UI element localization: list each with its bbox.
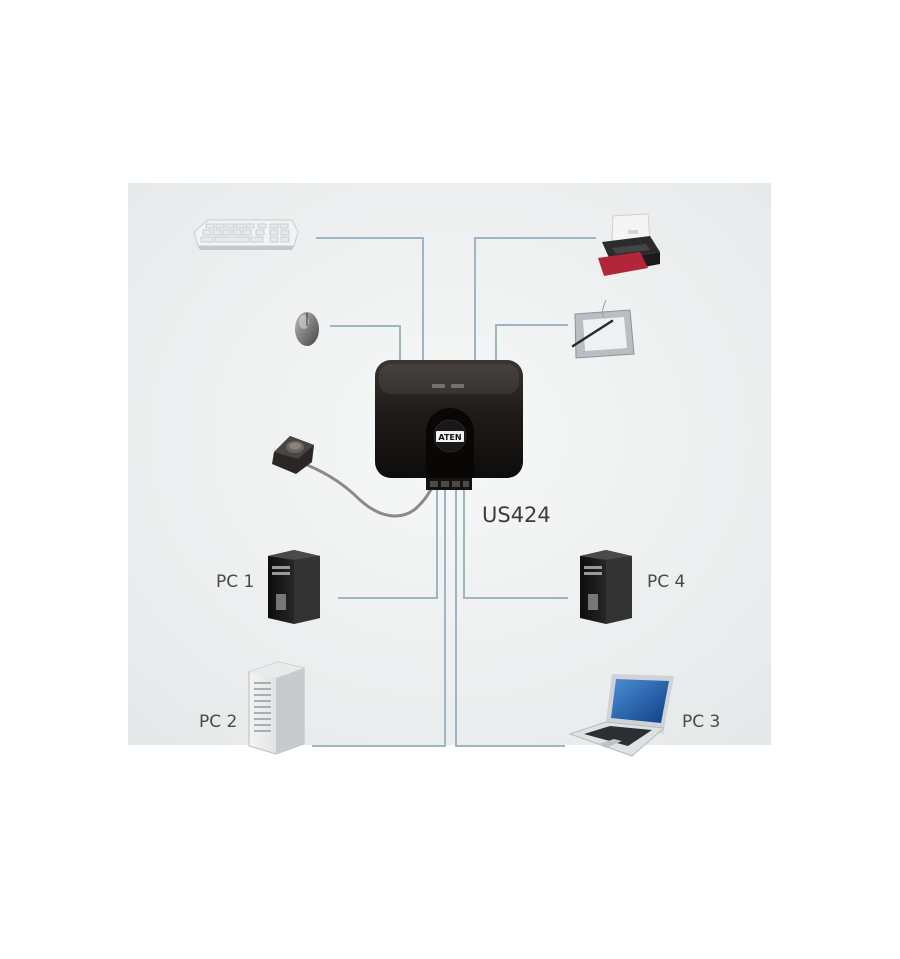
keyboard-icon [193,219,299,250]
pc1-tower-icon [268,550,320,624]
pc4-label: PC 4 [647,572,685,592]
device-model-label: US424 [482,503,551,527]
device-led-right [451,384,464,388]
pc2-cable [312,490,446,747]
printer-cable [474,237,596,360]
pc4-cable [463,490,568,599]
pc3-cable [455,490,565,747]
device-led-left [432,384,445,388]
pc1-cable [338,490,438,599]
remote-port-selector-icon [272,436,314,474]
drawing-tablet-icon [571,299,635,359]
pc2-workstation-icon [248,661,305,755]
pc4-tower-icon [580,550,632,624]
remote-cable [298,460,434,518]
pc3-label: PC 3 [682,712,720,732]
usb-switch-device: ATEN [375,360,523,490]
keyboard-cable [316,237,424,360]
mouse-cable [330,325,401,360]
pc1-label: PC 1 [216,572,254,592]
cable-lines [298,237,596,747]
aten-logo [436,431,464,442]
pc2-label: PC 2 [199,712,237,732]
tablet-cable [495,324,568,360]
mouse-icon [295,312,319,346]
aten-logo-text: ATEN [438,433,461,442]
pc3-laptop-icon [568,674,674,757]
printer-icon [598,213,660,276]
